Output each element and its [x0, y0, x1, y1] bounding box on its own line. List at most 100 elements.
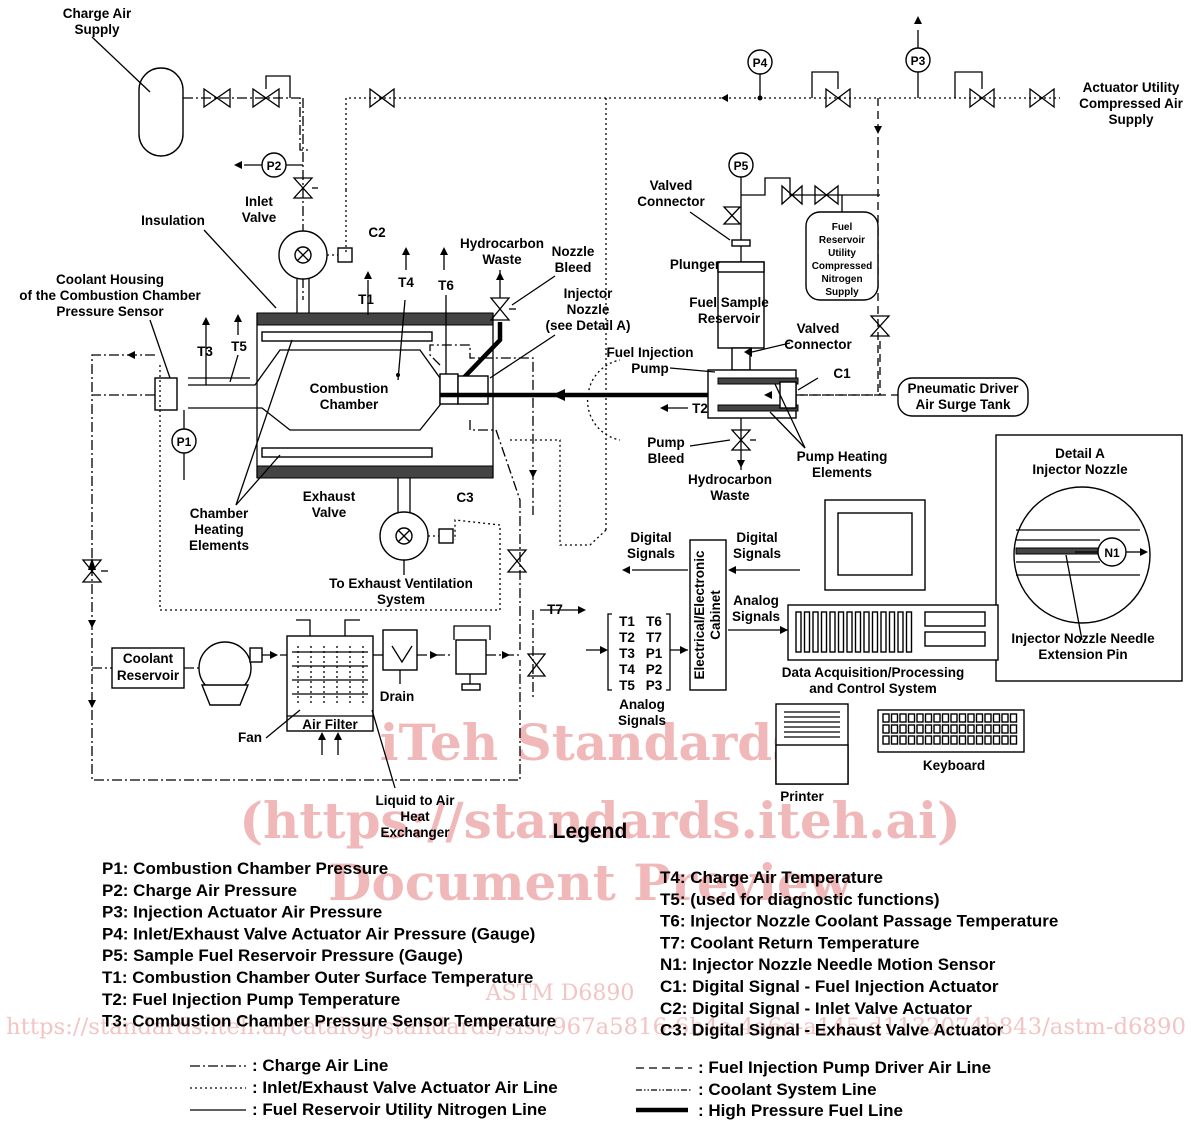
watermark-line-2: (https://standards.iteh.ai)	[239, 791, 960, 850]
regulator-valve-icon	[252, 87, 280, 109]
keyboard-label: Keyboard	[923, 758, 985, 773]
legend-left-item: P4: Inlet/Exhaust Valve Actuator Air Pre…	[102, 924, 535, 943]
heat-exchanger-label-1: Liquid to Air	[376, 793, 456, 808]
analog-signal-item: T2	[619, 630, 635, 645]
key	[1001, 724, 1009, 734]
charge-air-tank	[138, 67, 184, 157]
daq-label-2: and Control System	[809, 681, 937, 696]
combustion-chamber: Combustion Chamber	[154, 299, 494, 479]
insulation-top	[256, 312, 494, 326]
key	[975, 724, 984, 734]
heat-exchanger-label-3: Exchanger	[380, 825, 450, 840]
key	[975, 735, 984, 745]
computer-system: Data Acquisition/Processing and Control …	[775, 499, 1025, 804]
daq-slot	[897, 611, 904, 653]
fuel-reservoir-supply-label-6: Supply	[825, 287, 859, 298]
key	[907, 724, 916, 734]
fuel-reservoir-supply-label-5: Nitrogen	[821, 274, 862, 285]
coolant-system: Coolant Reservoir Air Filter Fan Drain	[81, 351, 547, 840]
daq-slot	[837, 611, 845, 653]
digital-signals-in-label-2: Signals	[733, 546, 781, 561]
fuel-sample-reservoir-label-2: Reservoir	[698, 311, 761, 326]
daq-label-1: Data Acquisition/Processing	[782, 665, 965, 680]
inlet-valve-label-1: Inlet	[245, 194, 273, 209]
actuator-supply-valves: Actuator Utility Compressed Air Supply	[811, 71, 1184, 395]
electronics: Electrical/Electronic Cabinet Digital Si…	[540, 530, 800, 728]
key	[967, 713, 975, 723]
key	[882, 735, 890, 745]
valve-icon	[203, 87, 231, 109]
printer-label: Printer	[780, 789, 824, 804]
actuator-supply-label-2: Compressed Air	[1079, 96, 1184, 111]
digital-signals-out-label-1: Digital	[630, 530, 671, 545]
legend-right-item: T4: Charge Air Temperature	[660, 868, 883, 887]
temperature-tags: T1 T4 T6 T3 T5	[197, 247, 454, 385]
key	[924, 713, 933, 723]
injector-nozzle: Injector Nozzle (see Detail A)	[439, 286, 710, 441]
gauge-p1: P1	[171, 410, 197, 480]
key	[882, 724, 890, 734]
cabinet-label-2: Cabinet	[708, 590, 723, 640]
analog-signals-right-label-1: Analog	[733, 593, 779, 608]
to-exhaust-label-1: To Exhaust Ventilation	[329, 576, 473, 591]
key	[975, 713, 984, 723]
hydrocarbon-waste-top-label-1: Hydrocarbon	[460, 236, 544, 251]
digital-signals-in-label-1: Digital	[736, 530, 777, 545]
p4-tag: P4	[753, 56, 768, 70]
watermark-line-1: iTeh Standards	[380, 713, 801, 772]
key	[899, 735, 907, 745]
inlet-valve-label-2: Valve	[242, 210, 277, 225]
daq-slot	[846, 611, 853, 653]
to-exhaust-label-2: System	[377, 592, 425, 607]
key	[958, 735, 967, 745]
key	[1001, 735, 1009, 745]
detail-a-label-2: Injector Nozzle	[1032, 462, 1128, 477]
coolant-reservoir-label-1: Coolant	[123, 651, 174, 666]
key	[933, 735, 941, 745]
coolant-housing-label-2: of the Combustion Chamber	[19, 288, 201, 303]
cabinet-label-1: Electrical/Electronic	[692, 550, 707, 680]
analog-signal-item: T1	[619, 614, 635, 629]
daq-slot	[888, 611, 896, 653]
nozzle-bleed: Hydrocarbon Waste Nozzle Bleed	[448, 236, 595, 394]
coolant-housing-label-3: Pressure Sensor	[56, 304, 164, 319]
legend-title: Legend	[553, 820, 628, 843]
valved-connector-mid-label-2: Connector	[784, 337, 852, 352]
fuel-reservoir-supply-label-4: Compressed	[812, 261, 873, 272]
analog-signal-item: T6	[646, 614, 662, 629]
injector-nozzle-label-3: (see Detail A)	[545, 318, 630, 333]
legend-line-actuator-air: : Inlet/Exhaust Valve Actuator Air Line	[252, 1078, 558, 1097]
charge-air-supply-label-2: Supply	[74, 22, 119, 37]
heat-exchanger-label-2: Heat	[400, 809, 430, 824]
key	[958, 713, 967, 723]
legend-line-charge-air: : Charge Air Line	[252, 1056, 388, 1075]
gauge-p4: P4	[747, 49, 773, 101]
t1-tag: T1	[358, 292, 374, 307]
digital-signals-out-label-2: Signals	[627, 546, 675, 561]
analog-signal-item: T3	[619, 646, 635, 661]
detail-a-label-1: Detail A	[1055, 446, 1105, 461]
fuel-injection-pump-label-2: Pump	[631, 361, 669, 376]
key	[882, 713, 890, 723]
coolant-reservoir-label-2: Reservoir	[117, 668, 180, 683]
key	[916, 713, 924, 723]
analog-signals-bottom-label-1: Analog	[619, 697, 665, 712]
key	[1001, 713, 1009, 723]
hydrocarbon-waste-bottom-label-1: Hydrocarbon	[688, 472, 772, 487]
daq-slot	[854, 611, 862, 653]
legend-right-item: C1: Digital Signal - Fuel Injection Actu…	[660, 977, 999, 996]
legend-right-item: T7: Coolant Return Temperature	[660, 933, 919, 952]
t5-tag: T5	[231, 339, 247, 354]
key	[933, 724, 941, 734]
electrical-cabinet	[689, 539, 727, 691]
thermostat-valve	[455, 639, 487, 675]
key	[890, 713, 899, 723]
key	[950, 724, 958, 734]
legend-left-item: P5: Sample Fuel Reservoir Pressure (Gaug…	[102, 946, 463, 965]
hydrocarbon-waste-bottom-label-2: Waste	[710, 488, 750, 503]
fuel-reservoir-supply-label-2: Reservoir	[819, 235, 865, 246]
insulation-bottom	[256, 465, 494, 479]
p3-tag: P3	[911, 54, 926, 68]
